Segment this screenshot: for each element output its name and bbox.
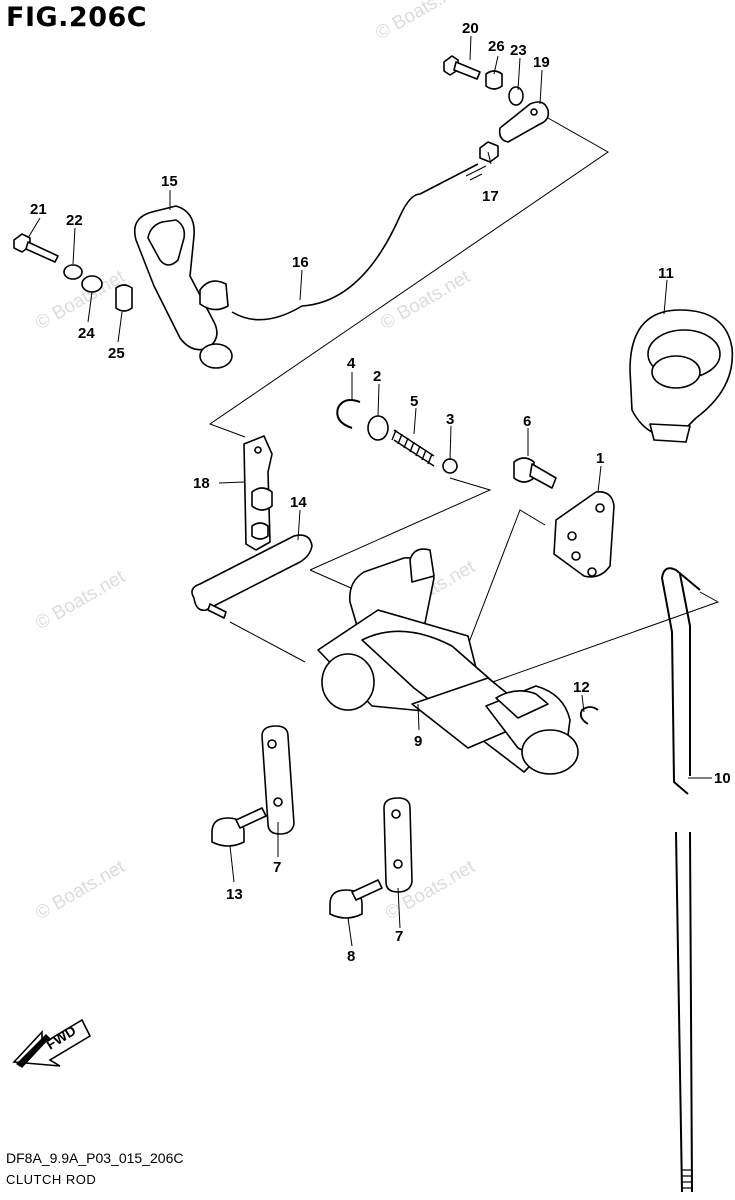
lever-15 — [133, 205, 218, 351]
rod-10-lower — [675, 831, 693, 1193]
callout-11: 11 — [658, 265, 674, 282]
callout-7a: 7 — [273, 859, 281, 876]
assembly-lines — [208, 117, 720, 691]
callout-16: 16 — [292, 254, 309, 271]
callout-19: 19 — [533, 54, 550, 71]
watermark: © Boats.net — [32, 856, 129, 924]
rod-16-thread — [465, 165, 487, 181]
bolt-21 — [13, 233, 59, 263]
callout-26: 26 — [488, 38, 505, 55]
callout-23: 23 — [510, 42, 527, 59]
callout-labels: 1 2 3 4 5 6 7 7 8 9 10 11 12 13 14 15 16… — [30, 20, 731, 965]
collar-25 — [115, 284, 133, 312]
grommet-11 — [629, 309, 734, 443]
lever-15-inner — [147, 219, 186, 266]
clutch-shaft-9 — [317, 548, 579, 775]
diagram-name: CLUTCH ROD — [6, 1172, 97, 1187]
callout-12: 12 — [573, 679, 590, 696]
diagram-code: DF8A_9.9A_P03_015_206C — [6, 1150, 184, 1166]
watermark: © Boats.net — [372, 0, 469, 44]
callout-2: 2 — [373, 368, 381, 385]
washer-23 — [508, 86, 524, 106]
rod-10-upper-b — [679, 573, 691, 776]
washer-2 — [367, 415, 389, 441]
washer-22 — [63, 264, 83, 280]
callout-14: 14 — [290, 494, 307, 511]
callout-18: 18 — [193, 475, 210, 492]
collar-26 — [485, 70, 503, 90]
bolt-6 — [513, 457, 557, 489]
callout-5: 5 — [410, 393, 418, 410]
plate-7b — [383, 797, 413, 893]
callout-22: 22 — [66, 212, 83, 229]
plate-7a — [261, 725, 295, 835]
bolt-8 — [329, 879, 383, 919]
fwd-arrow-icon: FWD — [12, 1018, 92, 1068]
link-18 — [243, 435, 273, 551]
rod-10-upper — [661, 567, 701, 795]
rod-16 — [231, 163, 479, 321]
circlip-4 — [336, 399, 361, 429]
rod-end-19 — [498, 101, 550, 143]
callout-21: 21 — [30, 201, 47, 218]
part-parts — [13, 55, 734, 1193]
callout-10: 10 — [714, 770, 731, 787]
lever-15-clip — [199, 280, 229, 311]
callout-4: 4 — [347, 355, 356, 372]
callout-9: 9 — [414, 733, 422, 750]
callout-3: 3 — [446, 411, 454, 428]
figure-title: FIG.206C — [6, 2, 148, 33]
callout-24: 24 — [78, 325, 95, 342]
lever-14 — [191, 534, 313, 619]
callout-20: 20 — [462, 20, 479, 37]
callout-6: 6 — [523, 413, 531, 430]
bushing-24 — [81, 275, 103, 293]
rod-10-thread — [682, 1169, 692, 1189]
callout-13: 13 — [226, 886, 243, 903]
leader-lines — [27, 35, 712, 947]
callout-17: 17 — [482, 188, 499, 205]
spring-5 — [391, 429, 435, 467]
bolt-13 — [211, 807, 267, 847]
plate-1 — [553, 490, 615, 578]
watermark: © Boats.net — [32, 566, 129, 634]
lever-15-boss — [199, 343, 233, 369]
callout-8: 8 — [347, 948, 355, 965]
ball-3 — [442, 458, 458, 474]
callout-7b: 7 — [395, 928, 403, 945]
callout-1: 1 — [596, 450, 604, 467]
callout-15: 15 — [161, 173, 178, 190]
bolt-20 — [443, 55, 481, 80]
callout-25: 25 — [108, 345, 125, 362]
nut-17 — [479, 141, 499, 163]
clip-12 — [579, 706, 599, 725]
